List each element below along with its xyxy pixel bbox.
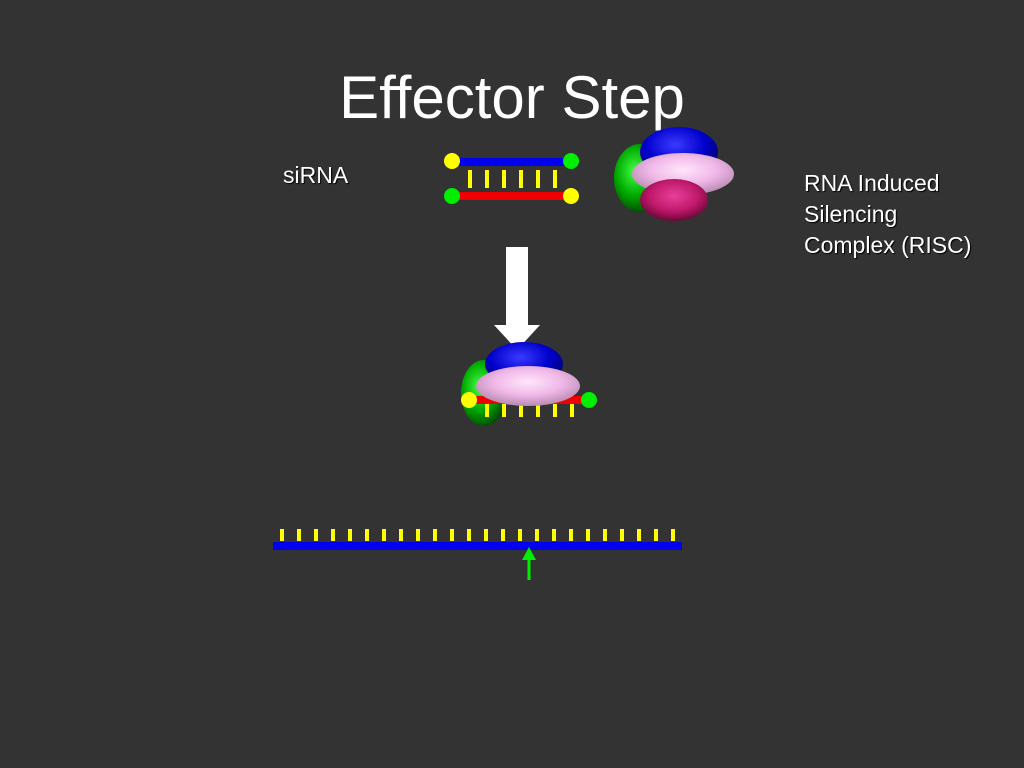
antisense-5prime-end — [563, 188, 579, 204]
cleavage-arrow — [522, 547, 536, 580]
activated-risc — [461, 342, 597, 426]
slide-title: Effector Step — [339, 64, 685, 131]
risc-label: RNA Induced Silencing Complex (RISC) — [804, 168, 1019, 261]
risc-complex — [614, 127, 734, 221]
sirna-base-pairs — [468, 170, 557, 188]
down-arrow-shaft — [506, 247, 528, 325]
antisense-3prime-end — [444, 188, 460, 204]
sense-5prime-end — [444, 153, 460, 169]
target-mrna — [273, 529, 682, 550]
risc-magenta-subunit — [640, 179, 708, 221]
guide-5prime-end — [461, 392, 477, 408]
guide-3prime-end — [581, 392, 597, 408]
mrna-bases — [280, 529, 675, 541]
down-arrow-head — [494, 325, 540, 350]
sirna-label: siRNA — [283, 162, 349, 188]
guide-base-pairs — [485, 404, 574, 417]
active-risc-pink-subunit — [476, 366, 580, 406]
sirna-duplex — [444, 153, 579, 204]
sense-3prime-end — [563, 153, 579, 169]
down-arrow — [494, 247, 540, 350]
risc-label-line-3: Complex (RISC) — [804, 232, 972, 258]
cleavage-arrow-head — [522, 547, 536, 560]
risc-label-line-2: Silencing — [804, 201, 898, 227]
risc-label-line-1: RNA Induced — [804, 170, 940, 196]
